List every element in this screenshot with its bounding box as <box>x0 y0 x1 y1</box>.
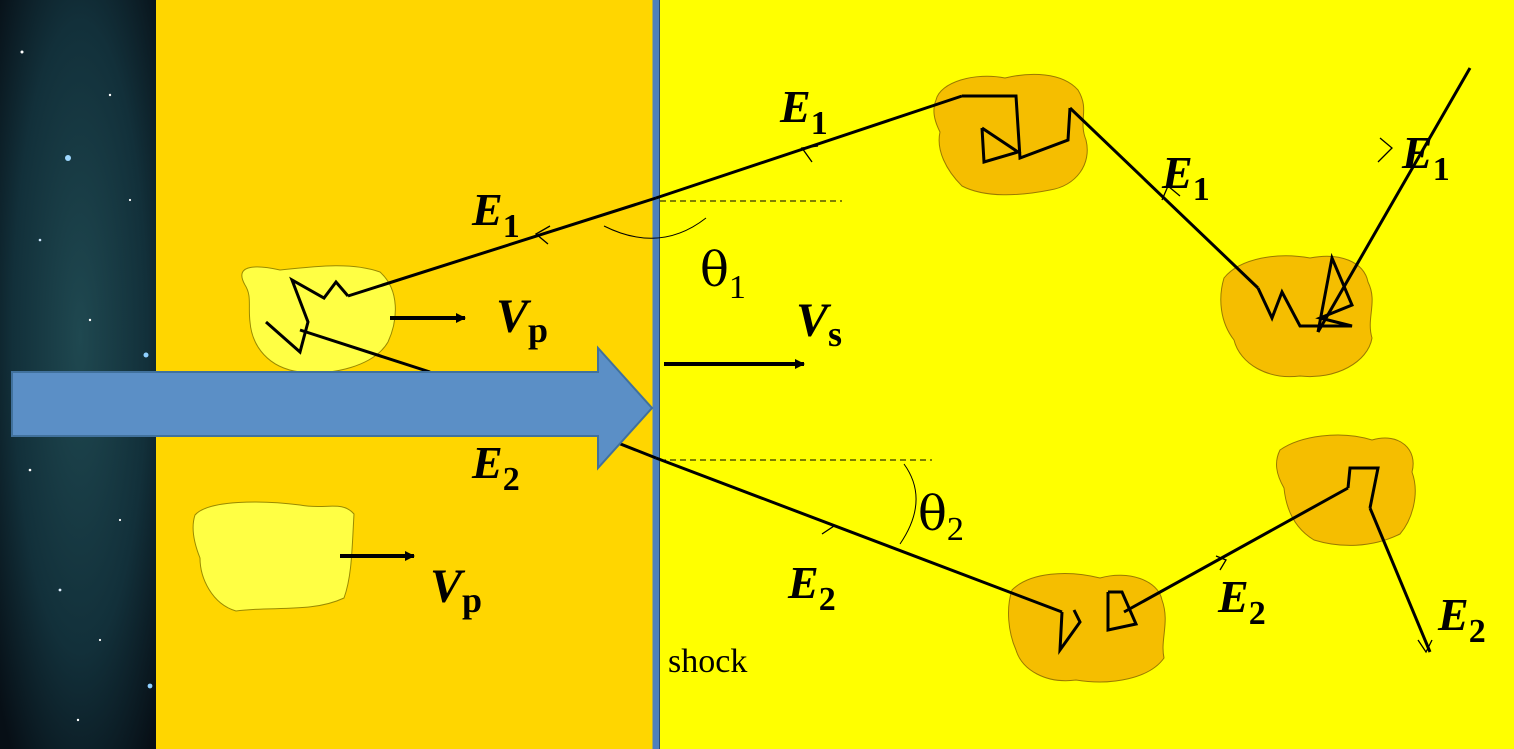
label-shock: shock <box>668 643 747 680</box>
downstream-cloud-4 <box>1009 574 1166 682</box>
upstream-cloud-bottom <box>193 502 354 611</box>
downstream-cloud-1 <box>934 74 1087 194</box>
